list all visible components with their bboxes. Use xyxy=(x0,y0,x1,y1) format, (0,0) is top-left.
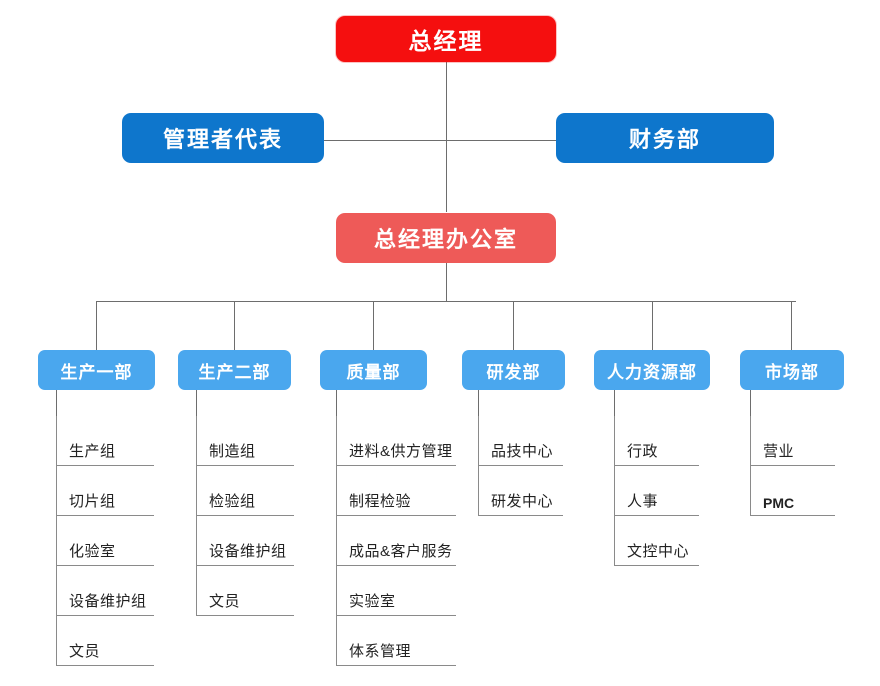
connector-bus-to-dept-6 xyxy=(791,301,792,350)
subitems-marketing: 营业 PMC xyxy=(750,416,835,516)
list-item[interactable]: PMC xyxy=(750,466,835,516)
connector-dept-1-to-items xyxy=(56,390,57,416)
connector-dept-4-to-items xyxy=(478,390,479,416)
connector-dept-5-to-items xyxy=(614,390,615,416)
connector-dept-6-to-items xyxy=(750,390,751,416)
node-department-hr[interactable]: 人力资源部 xyxy=(594,350,710,390)
node-department-marketing[interactable]: 市场部 xyxy=(740,350,844,390)
node-management-representative[interactable]: 管理者代表 xyxy=(122,113,324,163)
subitems-hr: 行政 人事 文控中心 xyxy=(614,416,699,566)
connector-root-to-office xyxy=(446,62,447,212)
list-item[interactable]: 实验室 xyxy=(336,566,456,616)
node-finance-department[interactable]: 财务部 xyxy=(556,113,774,163)
list-item[interactable]: 人事 xyxy=(614,466,699,516)
list-item[interactable]: 设备维护组 xyxy=(56,566,154,616)
list-item[interactable]: 品技中心 xyxy=(478,416,563,466)
connector-bus-to-dept-3 xyxy=(373,301,374,350)
list-item[interactable]: 成品&客户服务 xyxy=(336,516,456,566)
connector-dept-3-to-items xyxy=(336,390,337,416)
connector-staff-bus xyxy=(322,140,570,141)
list-item[interactable]: 检验组 xyxy=(196,466,294,516)
list-item[interactable]: 进料&供方管理 xyxy=(336,416,456,466)
connector-department-bus xyxy=(96,301,796,302)
connector-bus-to-dept-2 xyxy=(234,301,235,350)
list-item[interactable]: 行政 xyxy=(614,416,699,466)
node-department-production-2[interactable]: 生产二部 xyxy=(178,350,291,390)
connector-office-to-bus xyxy=(446,262,447,301)
node-department-production-1[interactable]: 生产一部 xyxy=(38,350,155,390)
node-department-rnd[interactable]: 研发部 xyxy=(462,350,565,390)
connector-bus-to-dept-5 xyxy=(652,301,653,350)
list-item[interactable]: 制程检验 xyxy=(336,466,456,516)
node-gm-office[interactable]: 总经理办公室 xyxy=(336,213,556,263)
node-general-manager[interactable]: 总经理 xyxy=(336,16,556,62)
list-item[interactable]: 制造组 xyxy=(196,416,294,466)
list-item[interactable]: 生产组 xyxy=(56,416,154,466)
list-item[interactable]: 营业 xyxy=(750,416,835,466)
subitems-quality: 进料&供方管理 制程检验 成品&客户服务 实验室 体系管理 xyxy=(336,416,456,666)
list-item[interactable]: 文控中心 xyxy=(614,516,699,566)
list-item[interactable]: 文员 xyxy=(196,566,294,616)
list-item[interactable]: 体系管理 xyxy=(336,616,456,666)
list-item[interactable]: 切片组 xyxy=(56,466,154,516)
connector-dept-2-to-items xyxy=(196,390,197,416)
subitems-production-1: 生产组 切片组 化验室 设备维护组 文员 xyxy=(56,416,154,666)
connector-bus-to-dept-1 xyxy=(96,301,97,350)
list-item[interactable]: 设备维护组 xyxy=(196,516,294,566)
list-item[interactable]: 化验室 xyxy=(56,516,154,566)
subitems-rnd: 品技中心 研发中心 xyxy=(478,416,563,516)
node-department-quality[interactable]: 质量部 xyxy=(320,350,427,390)
list-item[interactable]: 研发中心 xyxy=(478,466,563,516)
list-item[interactable]: 文员 xyxy=(56,616,154,666)
subitems-production-2: 制造组 检验组 设备维护组 文员 xyxy=(196,416,294,616)
connector-bus-to-dept-4 xyxy=(513,301,514,350)
